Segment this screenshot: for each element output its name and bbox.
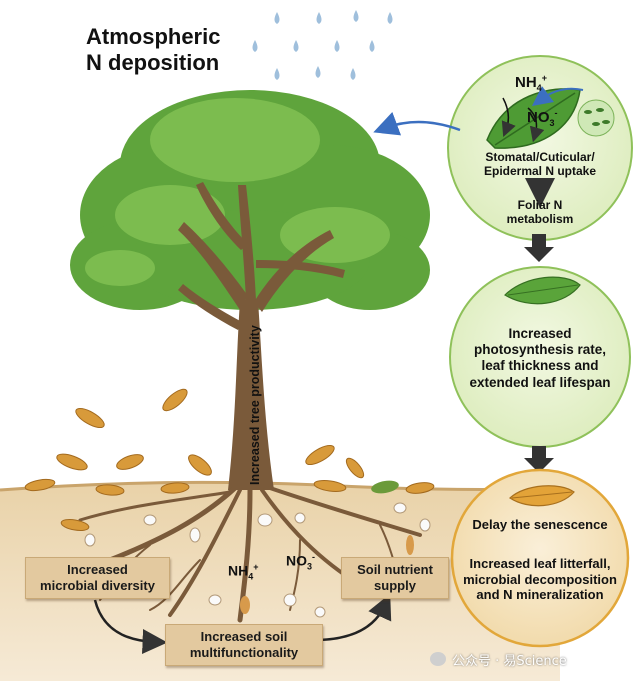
metabolism-text: Foliar N metabolism [480, 198, 600, 227]
falling-leaves [24, 388, 435, 531]
diversity-line2: microbial diversity [40, 578, 155, 593]
title-line2: N deposition [86, 50, 220, 76]
title: Atmospheric N deposition [86, 24, 220, 77]
stomata-arrow [531, 86, 584, 106]
photosynthesis-line4: extended leaf lifespan [469, 374, 611, 390]
soil-nutrient-box: Soil nutrient supply [341, 557, 449, 599]
soil-no3-text: NO [286, 552, 307, 569]
uptake-arrow-1 [501, 97, 516, 137]
foliar-nh4-sup: + [541, 73, 547, 83]
multifunctionality-line1: Increased soil [200, 629, 288, 645]
green-leaf [371, 480, 399, 494]
tree-roots [78, 485, 422, 623]
uptake-arrow-2 [527, 107, 545, 143]
green-leaf-icon [504, 276, 581, 305]
photosynthesis-text: Increased photosynthesis rate, leaf thic… [462, 326, 618, 391]
foliar-no3-label: NO3- [527, 108, 558, 128]
watermark: 公众号 · 易Science [430, 648, 630, 670]
foliar-nh4-text: NH [515, 74, 537, 91]
metabolism-line1: Foliar N [517, 198, 563, 212]
senescence-line3: and N mineralization [476, 587, 604, 603]
soil-nh4-text: NH [228, 562, 249, 579]
multifunctionality-line2: multifunctionality [189, 645, 299, 660]
senescence-line2: microbial decomposition [463, 571, 617, 587]
microbial-diversity-box: Increased microbial diversity [25, 557, 170, 599]
dry-leaf-icon [509, 485, 575, 507]
photosynthesis-line1: Increased [508, 326, 572, 341]
soil-nh4-label: NH4+ [228, 562, 259, 582]
deposition-arrow [373, 111, 461, 136]
soil-multifunctionality-box: Increased soil multifunctionality [165, 624, 323, 666]
rain-drops [252, 10, 393, 80]
uptake-line2: Epidermal N uptake [483, 164, 597, 179]
foliar-no3-sup: - [554, 108, 558, 118]
tree-trunk [178, 182, 345, 490]
photosynthesis-line3: leaf thickness and [481, 358, 599, 374]
diversity-line1: Increased [67, 562, 128, 578]
soil-no3-label: NO3- [286, 552, 315, 572]
title-line1: Atmospheric [86, 24, 221, 49]
trunk-label: Increased tree productivity [248, 325, 262, 485]
soil-nh4-sup: + [253, 562, 259, 572]
senescence-circle [450, 468, 630, 648]
senescence-line1: Increased leaf litterfall, [469, 556, 611, 571]
metabolism-line2: metabolism [506, 212, 574, 227]
cycle-arrow-left [93, 599, 168, 654]
flow-arrow-2 [524, 446, 554, 473]
cycle-arrow-right [319, 593, 392, 642]
uptake-line1: Stomatal/Cuticular/ [485, 150, 595, 164]
nutrient-line2: supply [374, 578, 416, 593]
nutrient-line1: Soil nutrient [357, 562, 433, 578]
soil-microbes [84, 502, 431, 618]
foliar-nh4-label: NH4+ [515, 73, 547, 93]
soil-nh4-sub: 4 [248, 571, 254, 582]
soil-no3-sup: - [312, 552, 316, 562]
soil-no3-sub: 3 [307, 561, 313, 572]
photosynthesis-line2: photosynthesis rate, [473, 342, 607, 358]
uptake-text: Stomatal/Cuticular/ Epidermal N uptake [470, 150, 610, 179]
wechat-icon [430, 652, 446, 666]
foliar-nh4-sub: 4 [536, 83, 542, 93]
foliar-no3-sub: 3 [549, 118, 555, 128]
soil-roots-fungi [240, 535, 414, 614]
stomata-icon [577, 99, 615, 137]
tree-crown [70, 90, 430, 310]
senescence-text: Increased leaf litterfall, microbial dec… [455, 556, 625, 603]
senescence-title: Delay the senescence [472, 517, 608, 532]
foliar-no3-text: NO [527, 109, 550, 126]
watermark-text: 公众号 · 易Science [452, 653, 567, 669]
flow-arrow-1 [524, 234, 554, 262]
